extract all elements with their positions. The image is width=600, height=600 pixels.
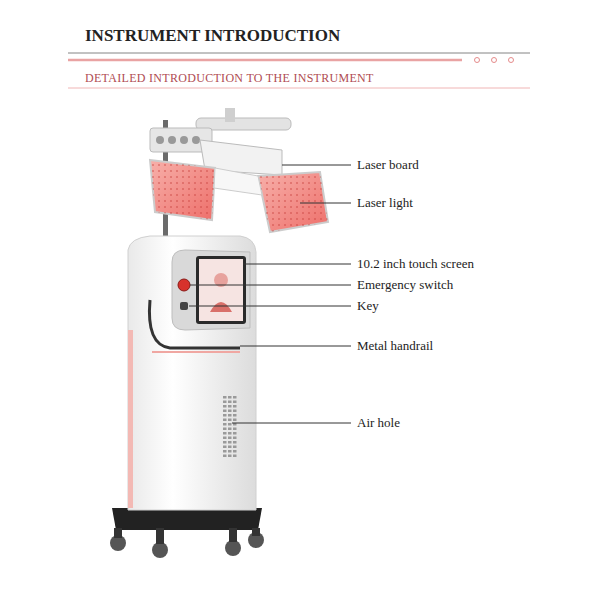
handrail-accent (152, 351, 240, 353)
dot (492, 58, 497, 63)
lamp (192, 136, 200, 144)
lamp (156, 136, 164, 144)
air-hole-slot (223, 414, 227, 417)
air-holes (223, 396, 237, 457)
dot (475, 58, 480, 63)
air-hole-slot (228, 441, 232, 444)
leader-line (190, 285, 351, 286)
leader-line (282, 165, 351, 166)
header-rules (68, 53, 530, 88)
caster (156, 528, 164, 544)
air-hole-slot (233, 455, 237, 458)
wheel (225, 540, 241, 556)
air-hole-slot (223, 428, 227, 431)
wheel (152, 542, 168, 558)
part-label: 10.2 inch touch screen (357, 255, 474, 273)
air-hole-slot (233, 450, 237, 453)
laser-dots (258, 172, 328, 232)
tower (128, 236, 256, 510)
air-hole-slot (223, 455, 227, 458)
hinge (214, 168, 262, 195)
air-hole-slot (228, 450, 232, 453)
air-hole-slot (223, 441, 227, 444)
air-hole-slot (223, 450, 227, 453)
air-hole-slot (228, 405, 232, 408)
head-joint (225, 108, 235, 122)
rule (68, 53, 530, 54)
air-hole-slot (228, 446, 232, 449)
air-hole-slot (228, 396, 232, 399)
air-hole-slot (233, 410, 237, 413)
emergency-button (178, 279, 190, 291)
air-hole-slot (228, 428, 232, 431)
air-hole-slot (223, 437, 227, 440)
air-hole-slot (233, 428, 237, 431)
caster (114, 528, 122, 538)
part-label: Laser light (357, 194, 413, 212)
part-label: Key (357, 297, 379, 315)
rule (68, 59, 462, 62)
air-hole-slot (228, 401, 232, 404)
panel-frame (172, 250, 250, 330)
air-hole-slot (228, 414, 232, 417)
dot (509, 58, 514, 63)
air-hole-slot (228, 432, 232, 435)
air-hole-slot (223, 432, 227, 435)
air-hole-slot (233, 432, 237, 435)
air-hole-slot (233, 437, 237, 440)
screen-figure (210, 302, 232, 312)
laser-panel (150, 160, 215, 220)
air-hole-slot (223, 405, 227, 408)
air-hole-slot (233, 446, 237, 449)
lamp (168, 136, 176, 144)
part-label: Laser board (357, 156, 419, 174)
air-hole-slot (223, 396, 227, 399)
air-hole-slot (233, 419, 237, 422)
caster (229, 528, 237, 542)
leader-line (243, 264, 351, 265)
air-hole-slot (228, 423, 232, 426)
lamp (180, 136, 188, 144)
screen (199, 259, 243, 321)
air-hole-slot (223, 401, 227, 404)
air-hole-slot (223, 410, 227, 413)
key-switch (180, 302, 188, 310)
air-hole-slot (223, 419, 227, 422)
accent-stripe (128, 330, 133, 508)
air-hole-slot (233, 405, 237, 408)
leader-line (300, 203, 351, 204)
air-hole-slot (223, 423, 227, 426)
machine (110, 108, 328, 558)
part-label: Metal handrail (357, 337, 433, 355)
rule (68, 88, 530, 89)
leader-lines (189, 165, 351, 423)
air-hole-slot (228, 410, 232, 413)
page-title: INSTRUMENT INTRODUCTION (85, 27, 340, 45)
air-hole-slot (228, 437, 232, 440)
laser-dots (150, 160, 215, 220)
air-hole-slot (233, 414, 237, 417)
screen-bezel (196, 256, 246, 324)
air-hole-slot (228, 455, 232, 458)
air-hole-slot (233, 396, 237, 399)
subtitle: DETAILED INTRODUCTION TO THE INSTRUMENT (85, 69, 374, 87)
laser-panel (258, 172, 328, 232)
caster (252, 528, 260, 536)
base (112, 508, 262, 530)
leader-line (189, 306, 351, 307)
air-hole-slot (228, 419, 232, 422)
air-hole-slot (233, 441, 237, 444)
part-label: Air hole (357, 414, 400, 432)
part-label: Emergency switch (357, 276, 453, 294)
air-hole-slot (223, 446, 227, 449)
leader-line (240, 346, 351, 347)
leader-line (232, 423, 351, 424)
air-hole-slot (233, 401, 237, 404)
